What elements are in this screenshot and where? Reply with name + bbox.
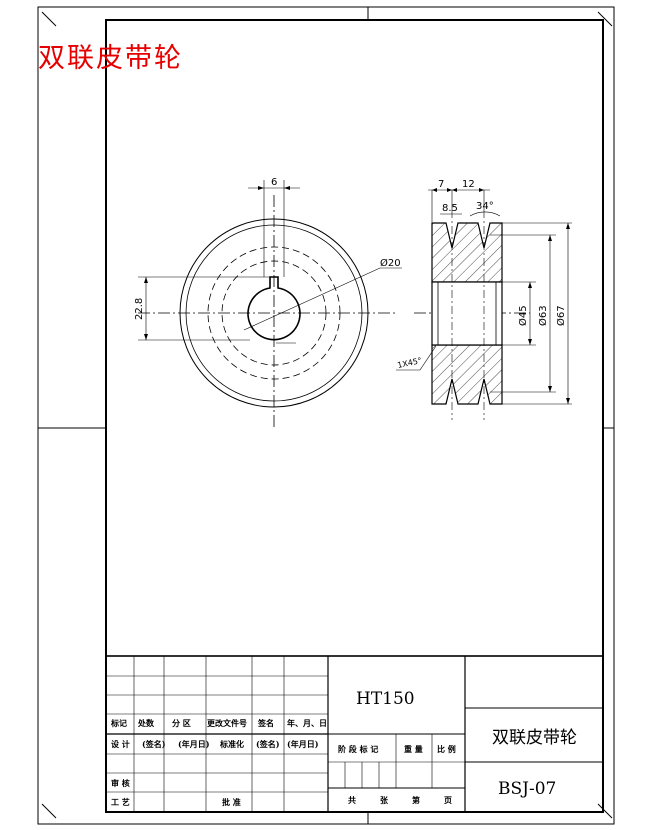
- dim-groove-pitch-b: 12: [462, 179, 475, 190]
- sheet-no-label: 第: [412, 795, 420, 805]
- weight-label: 重 量: [404, 744, 423, 754]
- row-process: 工 艺: [111, 797, 130, 807]
- dim-groove-angle: 34°: [476, 201, 494, 212]
- total-sheets-label: 共: [348, 795, 356, 805]
- sheets-unit: 张: [380, 795, 389, 805]
- dim-chamfer: 1X45°: [397, 356, 423, 370]
- part-name: 双联皮带轮: [492, 728, 577, 748]
- title-stamp: 双联皮带轮: [38, 43, 183, 74]
- stage-mark: 阶 段 标 记: [338, 744, 378, 754]
- col-change-doc: 更改文件号: [207, 718, 247, 728]
- row-design: 设 计: [111, 739, 130, 749]
- drawing-number: BSJ-07: [498, 779, 556, 799]
- approve-label: 批 准: [222, 797, 241, 807]
- standardize-sign: (签名): [256, 739, 280, 749]
- design-sign: (签名): [142, 739, 166, 749]
- col-date: 年、月、日: [287, 718, 327, 728]
- dim-key-width: 6: [271, 177, 277, 188]
- col-count: 处数: [137, 718, 155, 728]
- dim-groove-pitch-a: 7: [438, 179, 444, 190]
- standardize-label: 标准化: [219, 739, 244, 749]
- design-date: (年月日): [178, 739, 210, 749]
- standardize-date: (年月日): [287, 739, 319, 749]
- dim-hub: Ø45: [517, 305, 529, 326]
- dim-outer-dia: Ø67: [555, 305, 567, 326]
- dim-pitch-dia: Ø63: [537, 305, 549, 326]
- col-mark: 标记: [110, 718, 127, 728]
- sheet-frame: [37, 6, 615, 825]
- dim-bore: Ø20: [380, 257, 401, 269]
- col-zone: 分 区: [172, 718, 191, 728]
- row-review: 审 核: [111, 778, 130, 788]
- material: HT150: [356, 689, 415, 709]
- scale-label: 比 例: [437, 744, 456, 754]
- col-sign: 签名: [257, 718, 274, 728]
- page-unit: 页: [444, 795, 452, 805]
- section-view: [396, 188, 572, 420]
- title-block: [105, 655, 604, 813]
- dim-groove-top: 8.5: [442, 203, 458, 214]
- front-view: [138, 180, 402, 430]
- dim-keyway-depth: 22.8: [134, 298, 145, 320]
